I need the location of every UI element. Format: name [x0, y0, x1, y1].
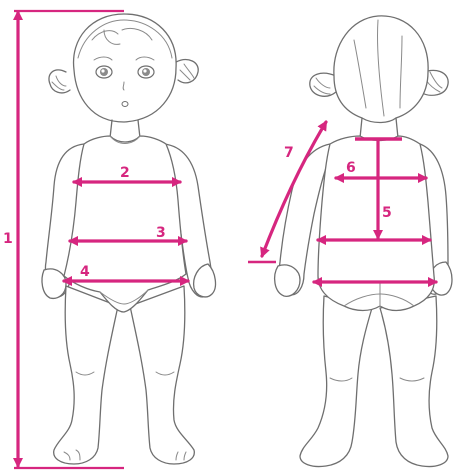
front-left-hand [42, 269, 66, 298]
back-pigtail-left [310, 73, 336, 96]
measure-3-label: 3 [156, 225, 166, 241]
measure-2-label: 2 [120, 165, 130, 181]
measure-4-label: 4 [80, 264, 90, 280]
front-head [74, 14, 177, 122]
front-neck [110, 120, 140, 138]
back-head [334, 16, 428, 123]
front-view-figure [42, 14, 215, 464]
front-bodysuit [64, 136, 186, 312]
measure-6-label: 6 [346, 160, 356, 176]
measure-7-label: 7 [284, 145, 294, 161]
back-left-hand [275, 265, 300, 296]
back-left-leg [300, 296, 372, 467]
back-bodysuit [318, 136, 434, 311]
front-pigtail-right [176, 60, 198, 83]
front-pigtail-left [49, 70, 70, 93]
measure-1-label: 1 [3, 231, 13, 247]
measure-5-label: 5 [382, 205, 392, 221]
